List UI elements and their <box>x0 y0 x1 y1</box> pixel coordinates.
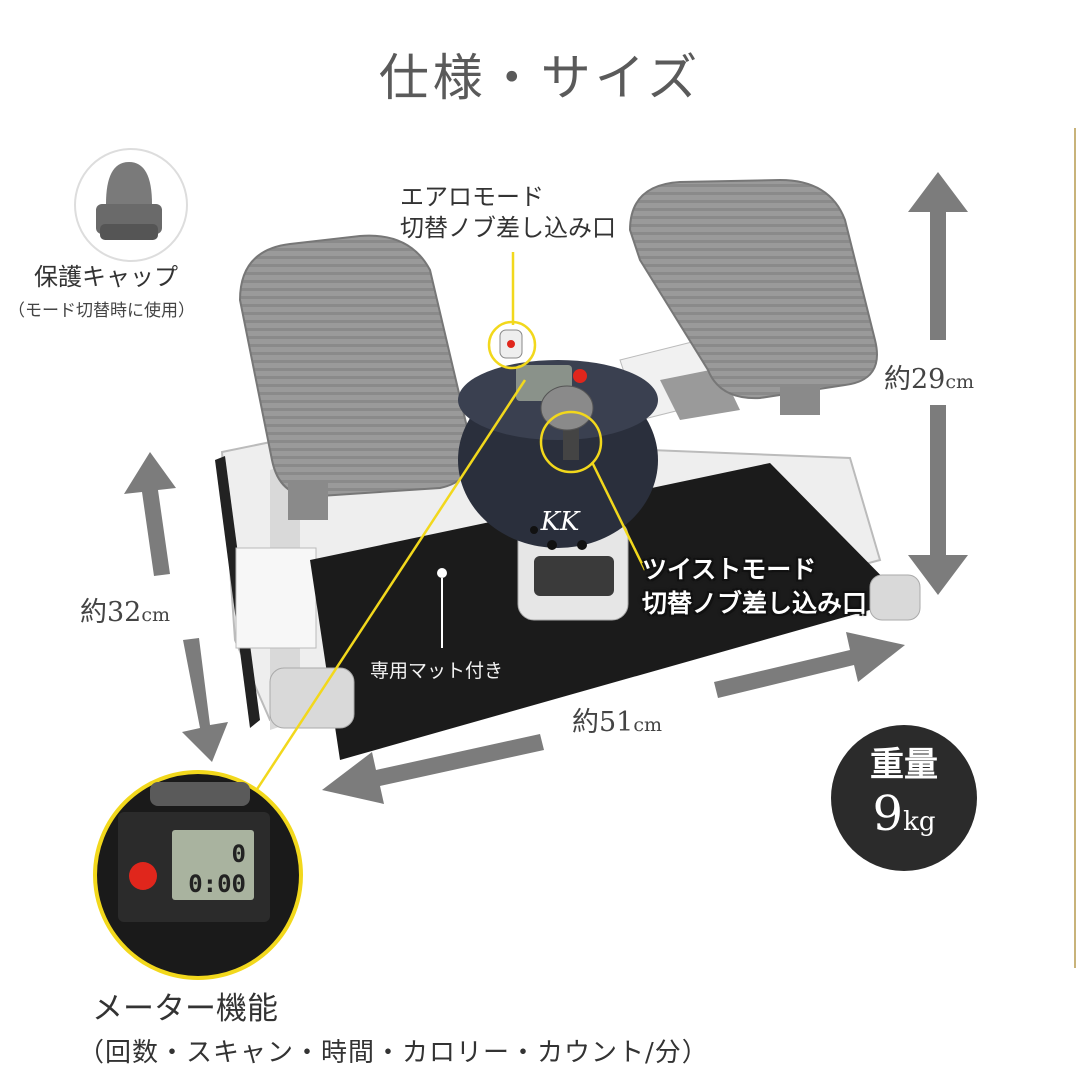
twist-knob <box>540 385 594 460</box>
page-title: 仕様・サイズ <box>378 49 702 107</box>
dimension-arrows <box>124 172 968 804</box>
meter-count: 0 <box>232 840 246 868</box>
svg-text:KK: KK <box>540 507 581 537</box>
depth-dimension: 約32cm <box>80 597 171 628</box>
left-pedal <box>238 234 473 520</box>
height-dimension: 約29cm <box>884 364 975 395</box>
weight-badge: 重量 9kg <box>831 725 977 871</box>
callout-lines <box>248 252 647 801</box>
twist-label: ツイストモード 切替ノブ差し込み口 <box>642 553 867 621</box>
console-red-button <box>573 369 587 383</box>
cap-label: 保護キャップ <box>34 263 178 291</box>
width-dimension: 約51cm <box>572 707 663 738</box>
side-accent-line <box>1074 128 1076 968</box>
cap-note: （モード切替時に使用） <box>8 301 195 321</box>
meter-lcd <box>172 830 254 900</box>
mat-pointer <box>437 568 447 648</box>
front-foot-left <box>269 667 355 729</box>
mat-label: 専用マット付き <box>370 660 504 682</box>
warning-sticker <box>235 547 317 649</box>
meter-inset: 0 0:00 <box>93 770 303 980</box>
right-pedal <box>628 178 878 415</box>
meter-red-button <box>129 862 157 890</box>
aero-label: エアロモード 切替ノブ差し込み口 <box>400 182 616 244</box>
twist-label-line2: 切替ノブ差し込み口 <box>642 588 868 618</box>
weight-value: 9kg <box>872 786 936 842</box>
front-foot-right <box>869 574 921 621</box>
aero-label-line1: エアロモード <box>400 183 544 211</box>
meter-title: メーター機能 <box>92 991 278 1027</box>
cap-circle <box>74 148 188 262</box>
meter-functions: （回数・スキャン・時間・カロリー・カウント/分） <box>78 1038 709 1068</box>
weight-label: 重量 <box>870 745 938 785</box>
meter-time: 0:00 <box>188 870 246 898</box>
twist-label-line1: ツイストモード <box>642 555 817 584</box>
aero-label-line2: 切替ノブ差し込み口 <box>400 214 616 243</box>
